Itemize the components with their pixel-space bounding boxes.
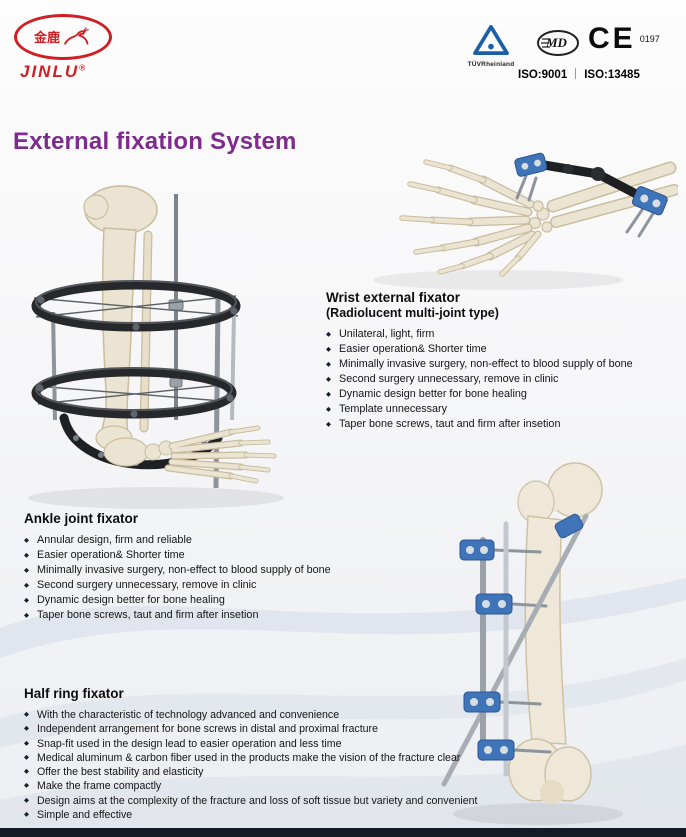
wrist-feature-list: Unilateral, light, firm Easier operation… [326, 327, 676, 432]
iso-certifications: ISO:9001 ISO:13485 [518, 68, 640, 81]
bullet-item: Template unnecessary [326, 402, 676, 417]
bullet-item: Design aims at the complexity of the fra… [24, 794, 502, 809]
ankle-fixator-section: Ankle joint fixator Annular design, firm… [24, 511, 369, 623]
tuv-logo: TÜVRheinland [458, 24, 524, 68]
wrist-fixator-section: Wrist external fixator (Radiolucent mult… [326, 290, 676, 432]
md-logo: MD [536, 28, 580, 58]
bullet-item: Second surgery unnecessary, remove in cl… [326, 372, 676, 387]
bullet-item: Dynamic design better for bone healing [24, 593, 369, 608]
ce-label: CE [588, 22, 636, 55]
bullet-item: Unilateral, light, firm [326, 327, 676, 342]
wrist-section-subtitle: (Radiolucent multi-joint type) [326, 306, 499, 320]
iso-9001-label: ISO:9001 [518, 69, 568, 81]
wrist-section-title: Wrist external fixator [326, 290, 461, 305]
bullet-item: Taper bone screws, taut and firm after i… [24, 608, 369, 623]
bullet-item: Independent arrangement for bone screws … [24, 722, 502, 737]
ce-number: 0197 [639, 34, 660, 44]
ankle-feature-list: Annular design, firm and reliable Easier… [24, 533, 369, 623]
bullet-item: Easier operation& Shorter time [24, 548, 369, 563]
bullet-item: Second surgery unnecessary, remove in cl… [24, 578, 369, 593]
brand-name-text: JINLU [20, 62, 80, 81]
footer-bar [0, 828, 686, 837]
bullet-item: Annular design, firm and reliable [24, 533, 369, 548]
bullet-item: Easier operation& Shorter time [326, 342, 676, 357]
bullet-item: Simple and effective [24, 808, 502, 823]
ankle-section-title: Ankle joint fixator [24, 511, 139, 526]
bullet-item: Offer the best stability and elasticity [24, 765, 502, 780]
ankle-fixator-illustration [28, 185, 284, 509]
bullet-item: Make the frame compactly [24, 779, 502, 794]
tuv-label: TÜVRheinland [467, 61, 515, 68]
page-title: External fixation System [13, 128, 297, 155]
bullet-item: Snap-fit used in the design lead to easi… [24, 737, 502, 752]
brand-logo: 金鹿 JINLU® [14, 14, 134, 82]
bullet-item: Minimally invasive surgery, non-effect t… [326, 357, 676, 372]
bullet-item: Taper bone screws, taut and firm after i… [326, 417, 676, 432]
bullet-item: Minimally invasive surgery, non-effect t… [24, 563, 369, 578]
half-ring-fixator-section: Half ring fixator With the characteristi… [24, 686, 502, 823]
ce-mark: CE 0197 [588, 24, 660, 54]
deer-icon [64, 27, 89, 45]
tuv-triangle-icon [473, 24, 509, 56]
bullet-item: Medical aluminum & carbon fiber used in … [24, 751, 502, 766]
iso-13485-label: ISO:13485 [584, 69, 640, 81]
brand-oval: 金鹿 [14, 14, 112, 60]
half-ring-feature-list: With the characteristic of technology ad… [24, 708, 502, 823]
registered-mark: ® [79, 63, 86, 73]
bullet-item: Dynamic design better for bone healing [326, 387, 676, 402]
wrist-fixator-illustration [373, 152, 678, 290]
md-oval-icon [537, 30, 579, 56]
md-label: MD [546, 35, 567, 50]
brand-wordmark: JINLU® [20, 62, 134, 82]
iso-divider [575, 68, 577, 79]
bullet-item: With the characteristic of technology ad… [24, 708, 502, 723]
brand-chinese-name: 金鹿 [33, 29, 60, 45]
half-ring-section-title: Half ring fixator [24, 686, 124, 701]
certification-logos: TÜVRheinland MD CE 0197 ISO:9001 ISO:1348… [458, 24, 672, 90]
